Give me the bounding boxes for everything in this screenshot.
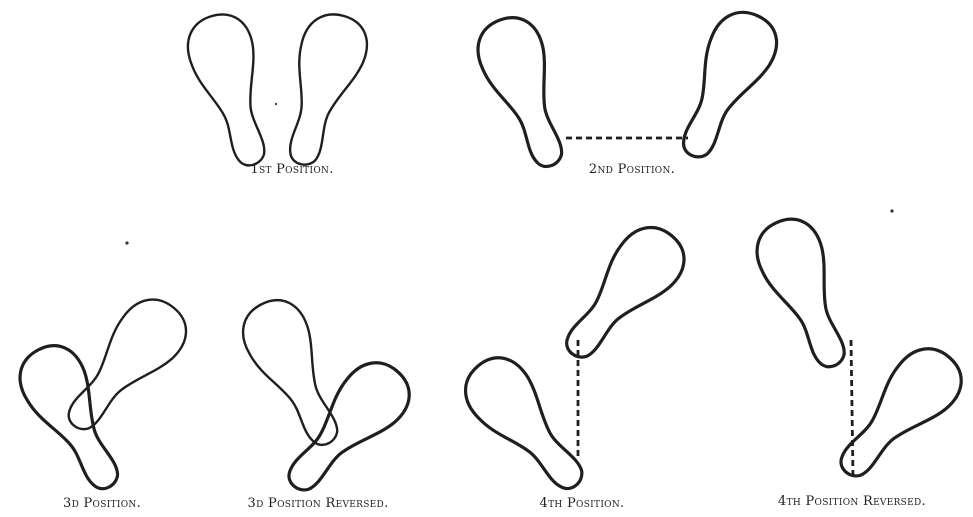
- front-foot: [747, 210, 865, 377]
- caption-third-position-reversed: 3d Position Reversed.: [248, 496, 389, 511]
- fourth-position-figure: [453, 215, 697, 506]
- front-foot: [270, 350, 421, 508]
- caption-fourth-position: 4th Position.: [540, 496, 625, 511]
- caption-second-position: 2nd Position.: [589, 162, 675, 177]
- second-position-figure: [469, 2, 787, 176]
- first-position-figure: [180, 7, 374, 174]
- back-foot: [232, 290, 358, 457]
- fourth-position-reversed-figure: [747, 210, 973, 494]
- front-foot: [547, 215, 696, 375]
- back-foot: [822, 336, 973, 494]
- caption-fourth-position-reversed: 4th Position Reversed.: [778, 494, 926, 509]
- left-foot: [180, 7, 285, 173]
- print-speck: [125, 241, 128, 244]
- third-position-reversed-figure: [232, 290, 421, 508]
- right-foot: [270, 7, 375, 173]
- left-foot: [469, 9, 583, 176]
- stance-connector: [851, 340, 853, 476]
- back-foot: [9, 335, 139, 502]
- right-foot: [663, 2, 787, 169]
- third-position-figure: [9, 287, 198, 502]
- print-speck: [275, 103, 277, 105]
- caption-first-position: 1st Position.: [250, 162, 333, 177]
- print-speck: [890, 209, 893, 212]
- front-foot: [49, 287, 198, 447]
- caption-third-position: 3d Position.: [63, 496, 141, 511]
